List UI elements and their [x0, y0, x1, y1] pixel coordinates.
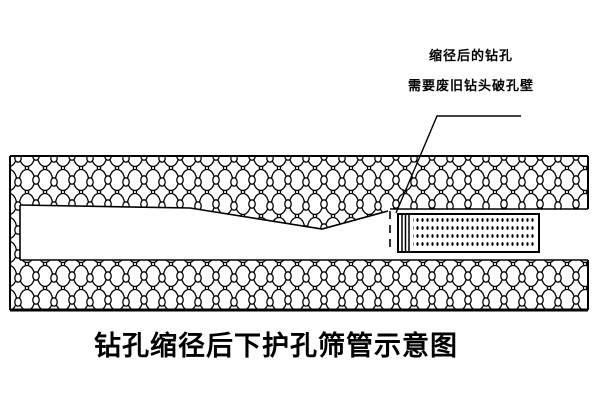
formation-outer-border — [9, 155, 589, 310]
screen-pipe — [397, 213, 540, 253]
annotation-leader-line — [395, 115, 521, 214]
annotation-label: 缩径后的钻孔 需要废旧钻头破孔壁 — [356, 41, 586, 101]
figure-caption: 钻孔缩径后下护孔筛管示意图 — [94, 331, 458, 361]
screen-pipe-perforations — [413, 217, 534, 249]
screen-pipe-end-cap — [401, 214, 410, 252]
annotation-line-2: 需要废旧钻头破孔壁 — [407, 78, 534, 93]
reduced-hole-upper-wall-line — [19, 204, 389, 230]
annotation-line-1: 缩径后的钻孔 — [428, 48, 513, 63]
